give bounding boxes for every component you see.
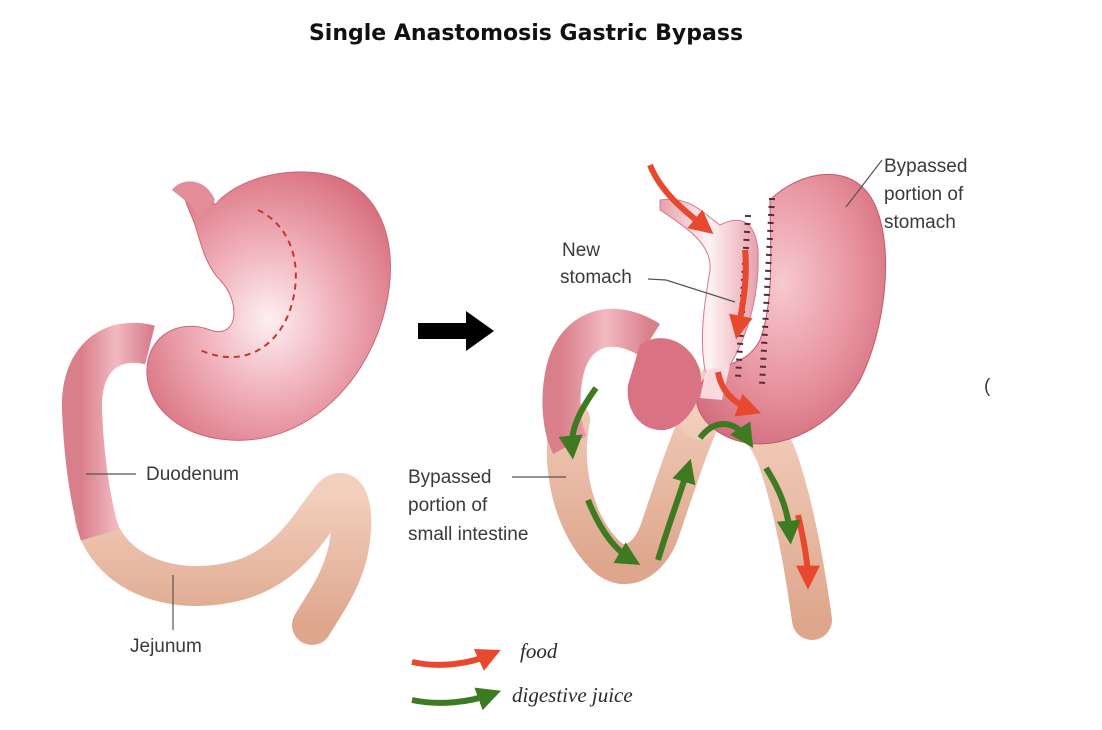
legend-juice-arrow — [411, 687, 502, 711]
juice-arrow-1 — [558, 386, 599, 460]
duodenum-shape — [61, 322, 155, 541]
juice-arrow-2 — [585, 498, 641, 565]
bypassed-stomach-label-line3: stomach — [884, 212, 956, 233]
jejunum-label: Jejunum — [130, 636, 202, 657]
food-arrow-anastomosis — [715, 371, 762, 417]
bypass-anatomy — [542, 173, 887, 640]
legend-food-label: food — [520, 639, 558, 663]
bypassed-intestine-label-line2: portion of — [408, 495, 488, 516]
right-arrow-icon — [418, 311, 494, 351]
bypassed-stomach-label-line2: portion of — [884, 184, 964, 205]
duodenum-label: Duodenum — [146, 464, 239, 485]
bypassed-stomach-shape — [695, 173, 887, 445]
bypassed-duodenum-shape — [542, 308, 661, 454]
juice-arrow-3 — [655, 458, 696, 561]
legend-juice-label: digestive juice — [512, 683, 633, 707]
diagram-title: Single Anastomosis Gastric Bypass — [309, 21, 743, 46]
bypassed-antrum-shape — [627, 338, 701, 431]
stomach-shape — [146, 171, 391, 441]
juice-arrow-5 — [763, 466, 801, 545]
new-stomach-leader — [647, 278, 736, 303]
bypassed-intestine-label-line3: small intestine — [408, 524, 528, 545]
bypassed-intestine-label-line1: Bypassed — [408, 467, 491, 488]
food-arrow-pouch — [729, 249, 753, 340]
legend: food digestive juice — [411, 639, 633, 711]
legend-food-arrow — [411, 649, 501, 671]
bypassed-stomach-leader — [845, 159, 883, 208]
juice-arrow-4 — [697, 421, 754, 449]
planned-cut-line — [199, 209, 297, 359]
jejunum-shape — [75, 473, 372, 645]
esophagus-shape — [172, 181, 215, 218]
juice-flow-arrows — [558, 386, 801, 565]
food-flow-arrows — [647, 163, 820, 590]
new-stomach-label-line1: New — [562, 240, 600, 261]
normal-anatomy — [61, 171, 391, 645]
food-arrow-esophagus — [647, 163, 714, 235]
bypassed-stomach-label-line1: Bypassed — [884, 156, 967, 177]
new-stomach-label-line2: stomach — [560, 267, 632, 288]
edge-glyph: ( — [984, 376, 991, 397]
